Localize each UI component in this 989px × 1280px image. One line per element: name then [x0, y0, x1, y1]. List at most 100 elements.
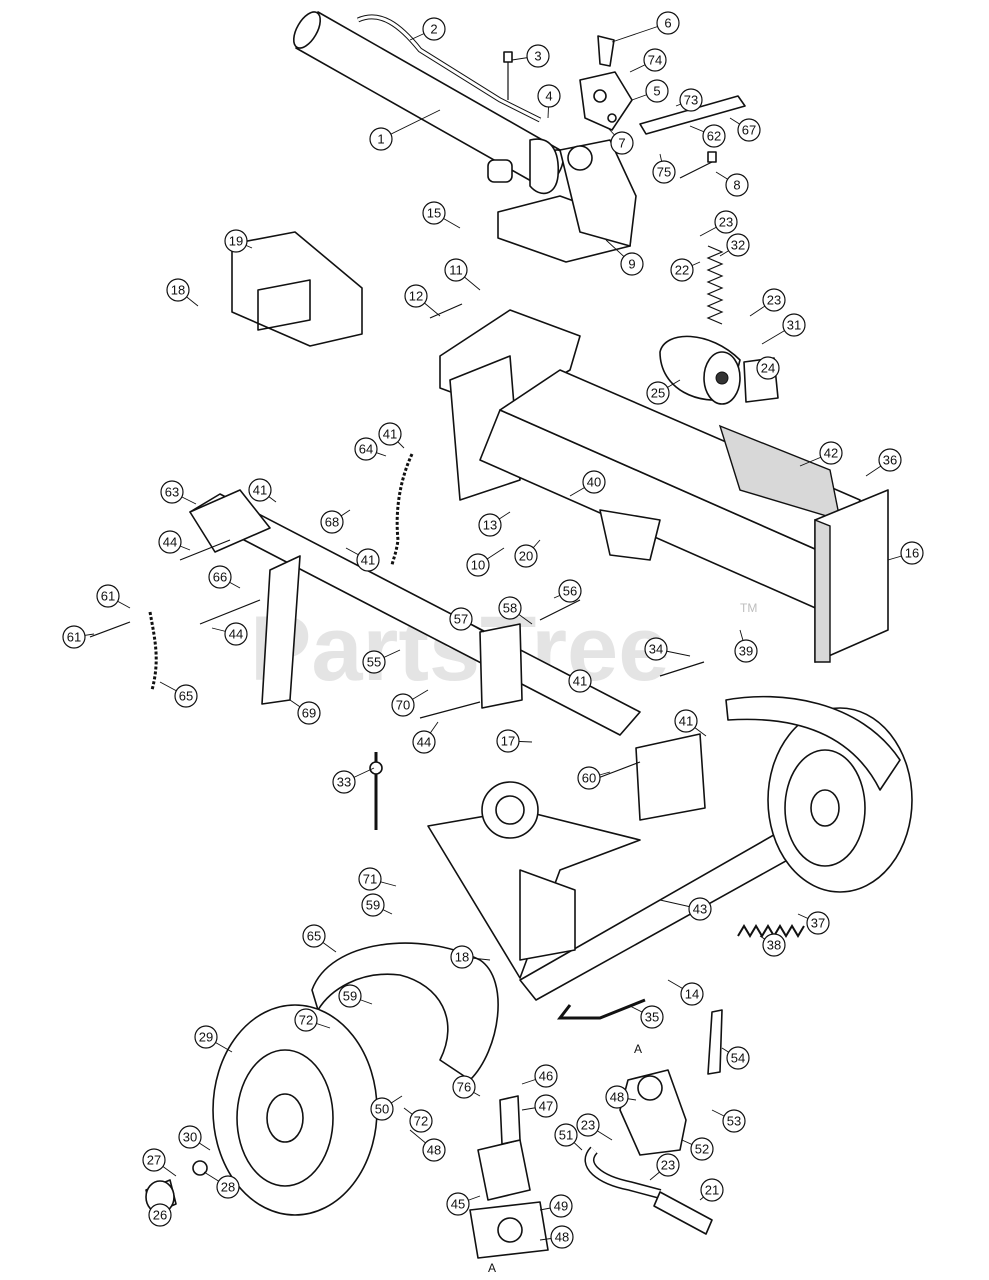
callout-circle — [702, 124, 726, 148]
callout-label: 61 — [101, 589, 115, 604]
callout-circle — [762, 288, 786, 312]
callout-circle — [549, 1194, 573, 1218]
callout-circle — [534, 1064, 558, 1088]
callout-label: 66 — [213, 570, 227, 585]
callout-47: 47 — [521, 1094, 558, 1118]
callout-label: 7 — [618, 136, 625, 151]
callout-label: 15 — [427, 206, 441, 221]
callout-label: 46 — [539, 1069, 553, 1084]
callout-label: 18 — [171, 283, 185, 298]
callout-32: 32 — [719, 233, 750, 257]
callout-circle — [656, 11, 680, 35]
callout-label: 44 — [163, 535, 177, 550]
callout-label: 28 — [221, 1180, 235, 1195]
callout-label: 25 — [651, 386, 665, 401]
callout-71: 71 — [358, 867, 397, 891]
callout-circle — [166, 278, 190, 302]
callout-circle — [178, 1125, 202, 1149]
bolt — [89, 621, 131, 638]
callout-15: 15 — [422, 201, 461, 229]
callout-circle — [332, 770, 356, 794]
bolt — [199, 599, 261, 625]
callout-25: 25 — [646, 379, 681, 405]
callout-label: 11 — [449, 263, 463, 278]
callout-label: 53 — [727, 1114, 741, 1129]
pin-handle — [556, 998, 646, 1020]
callout-circle — [391, 693, 415, 717]
callout-circle — [643, 48, 667, 72]
callout-7: 7 — [607, 127, 634, 155]
callout-label: 60 — [582, 771, 596, 786]
callout-51: 51 — [554, 1123, 583, 1151]
callout-circle — [158, 530, 182, 554]
callout-75: 75 — [652, 153, 676, 184]
callout-circle — [96, 584, 120, 608]
callout-label: 50 — [375, 1102, 389, 1117]
bolt — [539, 599, 581, 621]
callout-circle — [537, 84, 561, 108]
callout-circle — [534, 1094, 558, 1118]
callout-circle — [734, 639, 758, 663]
callout-label: 39 — [739, 644, 753, 659]
callout-label: 14 — [685, 987, 699, 1002]
callout-label: 1 — [377, 132, 384, 147]
callout-label: 16 — [905, 546, 919, 561]
callout-24: 24 — [756, 356, 780, 380]
callout-circle — [466, 553, 490, 577]
callout-label: 63 — [165, 485, 179, 500]
callout-56: 56 — [553, 579, 582, 603]
callout-circle — [412, 730, 436, 754]
callout-circle — [577, 766, 601, 790]
callout-circle — [690, 1137, 714, 1161]
callout-22: 22 — [670, 258, 701, 282]
callout-circle — [142, 1148, 166, 1172]
callout-label: 10 — [471, 558, 485, 573]
callout-44: 44 — [412, 721, 439, 754]
callout-circle — [361, 893, 385, 917]
callout-label: 48 — [555, 1230, 569, 1245]
callout-label: 49 — [554, 1199, 568, 1214]
callout-circle — [568, 669, 592, 693]
callout-41: 41 — [674, 709, 707, 737]
callout-52: 52 — [681, 1137, 714, 1161]
callout-circle — [194, 1025, 218, 1049]
callout-circle — [700, 1178, 724, 1202]
callout-label: 51 — [559, 1128, 573, 1143]
callout-label: 54 — [731, 1051, 745, 1066]
callout-circle — [362, 650, 386, 674]
callout-14: 14 — [667, 979, 704, 1006]
callout-label: 67 — [742, 123, 756, 138]
watermark-tm: TM — [740, 601, 757, 615]
callout-31: 31 — [761, 313, 806, 345]
callout-label: 38 — [767, 938, 781, 953]
callout-circle — [496, 729, 520, 753]
callout-label: 44 — [229, 627, 243, 642]
callout-circle — [62, 625, 86, 649]
callout-circle — [722, 1109, 746, 1133]
callout-circle — [652, 160, 676, 184]
axle-frame — [427, 733, 821, 1001]
callout-circle — [576, 1113, 600, 1137]
callout-label: 58 — [503, 601, 517, 616]
control-valve — [579, 35, 633, 131]
callout-label: 64 — [359, 442, 373, 457]
callout-36: 36 — [865, 448, 902, 477]
callout-label: 65 — [307, 929, 321, 944]
callout-48: 48 — [605, 1085, 637, 1109]
callout-circle — [726, 1046, 750, 1070]
callout-label: 70 — [396, 698, 410, 713]
callout-label: 68 — [325, 515, 339, 530]
callout-45: 45 — [446, 1192, 481, 1216]
callout-circle — [409, 1109, 433, 1133]
callout-43: 43 — [659, 897, 712, 921]
callout-circle — [208, 565, 232, 589]
callout-label: 20 — [519, 549, 533, 564]
callout-label: 74 — [648, 53, 662, 68]
callout-circle — [302, 924, 326, 948]
jack-bracket — [479, 623, 523, 709]
callout-63: 63 — [160, 480, 197, 505]
callout-circle — [358, 867, 382, 891]
wedge-mount — [497, 138, 637, 263]
callout-label: 35 — [645, 1010, 659, 1025]
